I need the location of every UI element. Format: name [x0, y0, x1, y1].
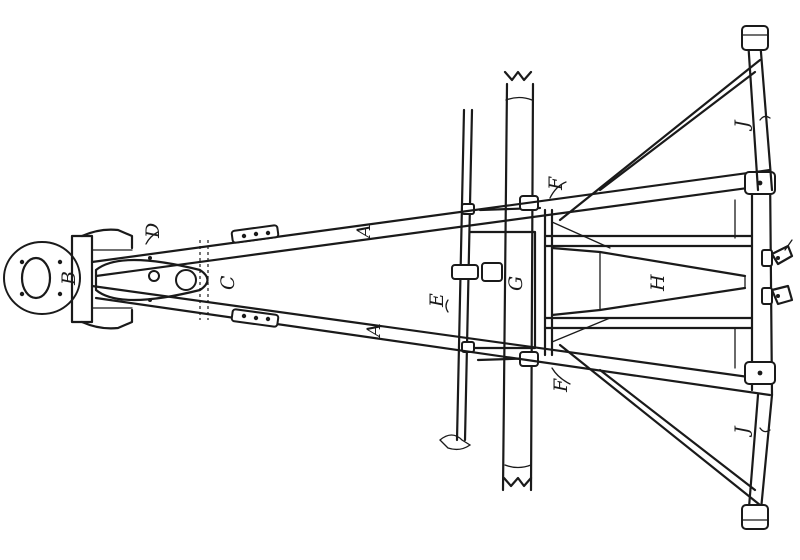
- rear-hitch-clips: [761, 239, 794, 306]
- rear-cross-member: [744, 168, 776, 397]
- hitch-eye-b: [3, 241, 81, 315]
- frame-member-a-upper: [90, 168, 772, 278]
- label-h: H: [647, 274, 669, 292]
- axle-spring: [501, 70, 535, 492]
- label-d: D: [142, 223, 164, 239]
- label-f-lower: F: [550, 378, 572, 393]
- label-a-lower: A: [363, 323, 385, 339]
- hitch-bracket: [70, 228, 134, 330]
- axle-shaft-e: [439, 108, 503, 451]
- drawbar-d-c: [94, 240, 209, 320]
- label-j-upper: J: [731, 119, 753, 132]
- label-g: G: [505, 276, 527, 291]
- inner-frame-h: [550, 246, 747, 317]
- label-e: E: [426, 293, 448, 308]
- outrigger-j-lower: [558, 343, 774, 530]
- label-j-lower: J: [731, 425, 753, 438]
- outrigger-j-upper: [558, 25, 774, 222]
- label-f-upper: F: [545, 176, 567, 191]
- label-c: C: [217, 275, 239, 290]
- label-b: B: [58, 271, 80, 286]
- frame-crossbars: [543, 199, 754, 369]
- label-a-upper: A: [353, 224, 375, 240]
